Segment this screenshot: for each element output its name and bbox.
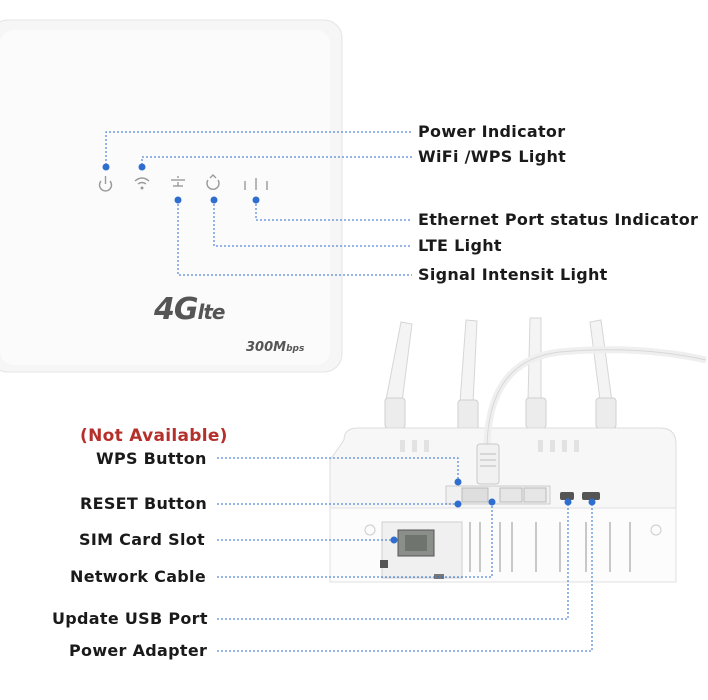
not-available-note: (Not Available) bbox=[80, 426, 228, 446]
ethernet-port-status-label: Ethernet Port status Indicator bbox=[418, 210, 699, 229]
power-adapter-label: Power Adapter bbox=[69, 641, 208, 660]
router-front-panel bbox=[0, 19, 343, 373]
reset-button-label: RESET Button bbox=[80, 494, 208, 513]
brand-4g-lte-logo: 4Glte bbox=[154, 292, 225, 327]
bottom-callout-lines bbox=[217, 457, 593, 652]
network-cable-label: Network Cable bbox=[70, 567, 206, 586]
router-rear-view bbox=[329, 317, 707, 583]
top-callout-lines bbox=[105, 131, 412, 276]
sim-card-slot-label: SIM Card Slot bbox=[79, 530, 205, 549]
lte-led-icon bbox=[206, 174, 220, 190]
ethernet-led-icon bbox=[244, 178, 268, 190]
led-icons bbox=[98, 174, 268, 192]
wifi-led-icon bbox=[134, 177, 150, 190]
update-usb-port-label: Update USB Port bbox=[52, 609, 208, 628]
wifi-wps-light-label: WiFi /WPS Light bbox=[418, 147, 567, 166]
power-indicator-label: Power Indicator bbox=[418, 122, 566, 141]
power-led-icon bbox=[98, 176, 113, 192]
signal-intensity-light-label: Signal Intensit Light bbox=[418, 265, 608, 284]
bottom-callout-dots bbox=[390, 478, 596, 544]
top-callout-dots bbox=[102, 163, 260, 204]
wps-button-label: WPS Button bbox=[96, 449, 207, 468]
speed-label: 300Mbps bbox=[246, 340, 305, 355]
signal-led-icon bbox=[171, 176, 185, 187]
lte-light-label: LTE Light bbox=[418, 236, 502, 255]
